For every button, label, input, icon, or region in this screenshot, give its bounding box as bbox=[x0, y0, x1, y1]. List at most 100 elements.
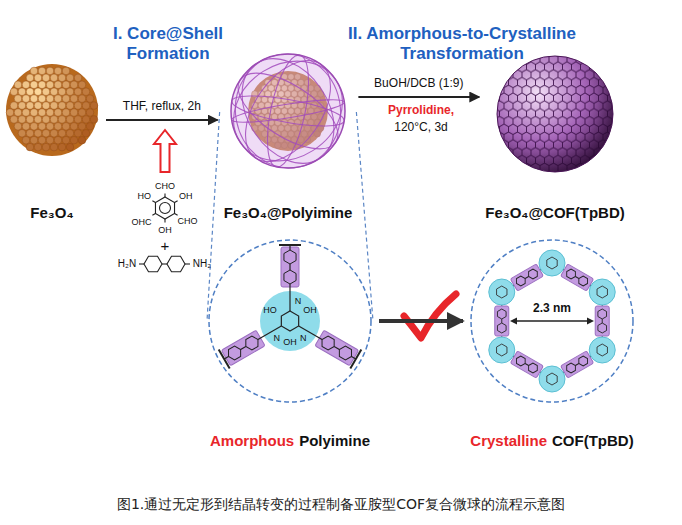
drawing-part bbox=[577, 275, 590, 287]
drawing-part bbox=[54, 123, 62, 131]
drawing-part bbox=[561, 351, 594, 378]
drawing-part bbox=[539, 366, 565, 392]
drawing-part bbox=[26, 88, 34, 96]
drawing-part bbox=[575, 277, 578, 279]
drawing-part bbox=[82, 102, 90, 110]
zoom-circle: CrystallineCOF(TpBD) bbox=[469, 238, 635, 450]
node-label: Crystalline bbox=[470, 432, 547, 449]
drawing-part bbox=[26, 74, 34, 82]
sphere-drawing bbox=[4, 62, 100, 158]
drawing-part bbox=[526, 268, 539, 280]
drawing-part bbox=[589, 279, 615, 305]
drawing-part bbox=[175, 201, 178, 203]
atom-label: OHC bbox=[132, 216, 152, 226]
drawing-part bbox=[6, 64, 98, 156]
drawing-part bbox=[497, 323, 506, 333]
drawing-part bbox=[6, 64, 98, 156]
drawing-part bbox=[510, 264, 543, 291]
drawing-part bbox=[185, 263, 190, 264]
drawing-part bbox=[231, 54, 345, 168]
trialdehyde-structure bbox=[152, 194, 177, 223]
drawing-part bbox=[78, 81, 86, 89]
drawing-part bbox=[62, 123, 70, 131]
drawing-part bbox=[155, 197, 174, 219]
drawing-part bbox=[10, 88, 18, 96]
drawing-part bbox=[495, 54, 615, 174]
drawing-part bbox=[46, 81, 54, 89]
drawing-part bbox=[30, 95, 38, 103]
drawing-part bbox=[38, 123, 46, 131]
drawing-part bbox=[66, 129, 74, 137]
drawing-part bbox=[42, 129, 50, 137]
drawing-part bbox=[30, 81, 38, 89]
drawing-part bbox=[225, 344, 243, 361]
benzidine-structure bbox=[139, 256, 190, 272]
drawing-part bbox=[229, 52, 347, 170]
drawing-part bbox=[42, 74, 50, 82]
drawing-part bbox=[471, 240, 633, 402]
drawing-part bbox=[231, 54, 345, 168]
drawing-part bbox=[90, 102, 98, 110]
drawing-part bbox=[54, 136, 62, 144]
drawing-part bbox=[497, 309, 506, 319]
drawing-part bbox=[46, 67, 54, 75]
condition-label: 120°C, 3d bbox=[394, 121, 448, 135]
figure-caption: 图1.通过无定形到结晶转变的过程制备亚胺型COF复合微球的流程示意图 bbox=[0, 496, 682, 513]
drawing-part bbox=[510, 351, 543, 378]
drawing-part bbox=[597, 286, 607, 298]
drawing-part bbox=[14, 123, 22, 131]
drawing-part bbox=[34, 116, 42, 124]
node-label: Amorphous bbox=[210, 432, 294, 449]
drawing-part bbox=[525, 277, 528, 279]
drawing-part bbox=[514, 275, 527, 287]
structure-drawing bbox=[207, 238, 373, 404]
drawing-part bbox=[54, 81, 62, 89]
drawing-part bbox=[18, 102, 26, 110]
node-label: Polyimine bbox=[299, 432, 370, 449]
drawing-part bbox=[42, 116, 50, 124]
drawing-part bbox=[284, 270, 296, 284]
drawing-part bbox=[162, 263, 167, 264]
drawing-part bbox=[66, 116, 74, 124]
drawing-part bbox=[22, 109, 30, 117]
drawing-part bbox=[30, 136, 38, 144]
drawing-part bbox=[152, 214, 155, 216]
drawing-part bbox=[62, 136, 70, 144]
drawing-part bbox=[62, 95, 70, 103]
node-label: Fe₃O₄@COF(TpBD) bbox=[485, 204, 625, 221]
drawing-part bbox=[86, 123, 94, 131]
atom-label: N bbox=[273, 333, 280, 343]
drawing-part bbox=[70, 123, 78, 131]
drawing-part bbox=[514, 355, 527, 367]
atom-label: OH bbox=[179, 191, 193, 201]
drawing-part bbox=[539, 250, 565, 276]
drawing-part bbox=[597, 344, 607, 356]
drawing-part bbox=[74, 116, 82, 124]
condition-label: THF, reflux, 2h bbox=[120, 100, 204, 114]
drawing-part bbox=[230, 90, 346, 132]
atom-label: HO bbox=[263, 304, 277, 314]
drawing-part bbox=[598, 309, 607, 319]
node-label-row: Fe₃O₄@Polyimine bbox=[224, 204, 353, 222]
drawing-part bbox=[30, 109, 38, 117]
drawing-part bbox=[38, 81, 46, 89]
drawing-part bbox=[336, 344, 354, 361]
drawing-part bbox=[279, 244, 301, 246]
drawing-part bbox=[30, 123, 38, 131]
drawing-part bbox=[54, 67, 62, 75]
drawing-part bbox=[26, 143, 34, 151]
reaction-arrow bbox=[358, 96, 479, 98]
drawing-part bbox=[70, 81, 78, 89]
drawing-part bbox=[58, 88, 66, 96]
drawing-part bbox=[495, 54, 615, 174]
drawing-part bbox=[38, 67, 46, 75]
atom-label: OH bbox=[303, 304, 317, 314]
step-heading: I. Core@Shell Formation bbox=[101, 24, 236, 63]
drawing-part bbox=[62, 67, 70, 75]
drawing-part bbox=[50, 143, 58, 151]
drawing-part bbox=[74, 102, 82, 110]
drawing-part bbox=[78, 136, 86, 144]
drawing-part bbox=[525, 364, 528, 366]
dimension-label: 2.3 nm bbox=[533, 302, 571, 316]
drawing-part bbox=[510, 318, 517, 325]
